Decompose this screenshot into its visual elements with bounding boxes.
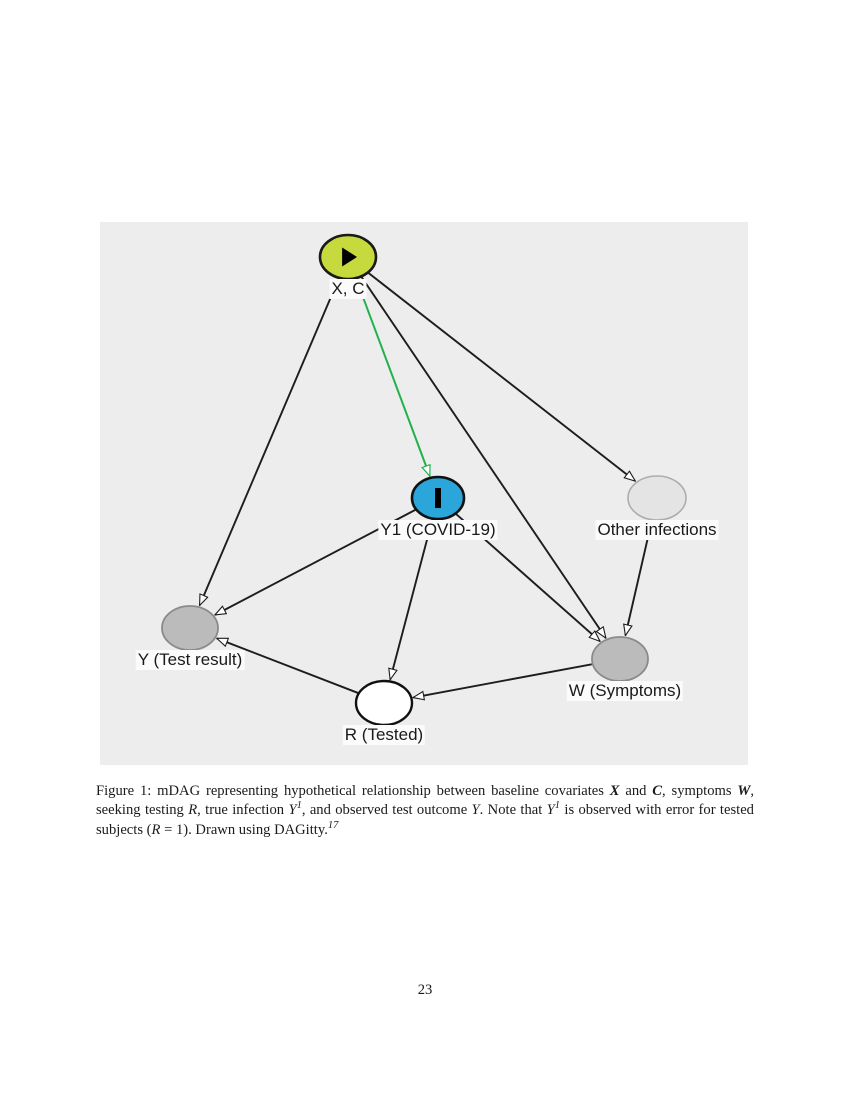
dag-edge-other-to-w [625, 520, 653, 636]
dag-edge-xc-to-y [198, 278, 340, 606]
dag-node-xc[interactable] [318, 233, 378, 281]
node-ellipse-y[interactable] [161, 605, 219, 651]
caption-label: Figure 1: [96, 783, 152, 799]
dag-node-w[interactable] [591, 636, 649, 682]
dag-node-layer [161, 233, 687, 727]
dag-edge-r-to-y [217, 637, 359, 694]
figure-caption: Figure 1: mDAG representing hypothetical… [96, 782, 754, 840]
node-ellipse-r[interactable] [354, 679, 414, 727]
dag-node-other[interactable] [627, 475, 687, 521]
page-number: 23 [417, 982, 433, 998]
dag-edge-y1-to-r [390, 519, 434, 680]
dag-edge-xc-to-w [360, 276, 606, 638]
dag-edge-xc-to-y1 [355, 278, 431, 476]
dag-edge-xc-to-other [368, 272, 636, 481]
dag-edge-y1-to-y [215, 509, 416, 616]
outcome-bar-icon [435, 488, 441, 508]
dag-diagram [161, 233, 687, 727]
node-ellipse-other[interactable] [627, 475, 687, 521]
dag-node-y[interactable] [161, 605, 219, 651]
exposure-play-icon [342, 247, 358, 267]
dag-node-r[interactable] [354, 679, 414, 727]
dag-edge-y1-to-w [455, 513, 600, 641]
dag-edge-w-to-r [413, 663, 592, 697]
caption-body: mDAG representing hypothetical relations… [96, 783, 755, 838]
node-ellipse-w[interactable] [591, 636, 649, 682]
dag-node-y1[interactable] [410, 475, 466, 521]
